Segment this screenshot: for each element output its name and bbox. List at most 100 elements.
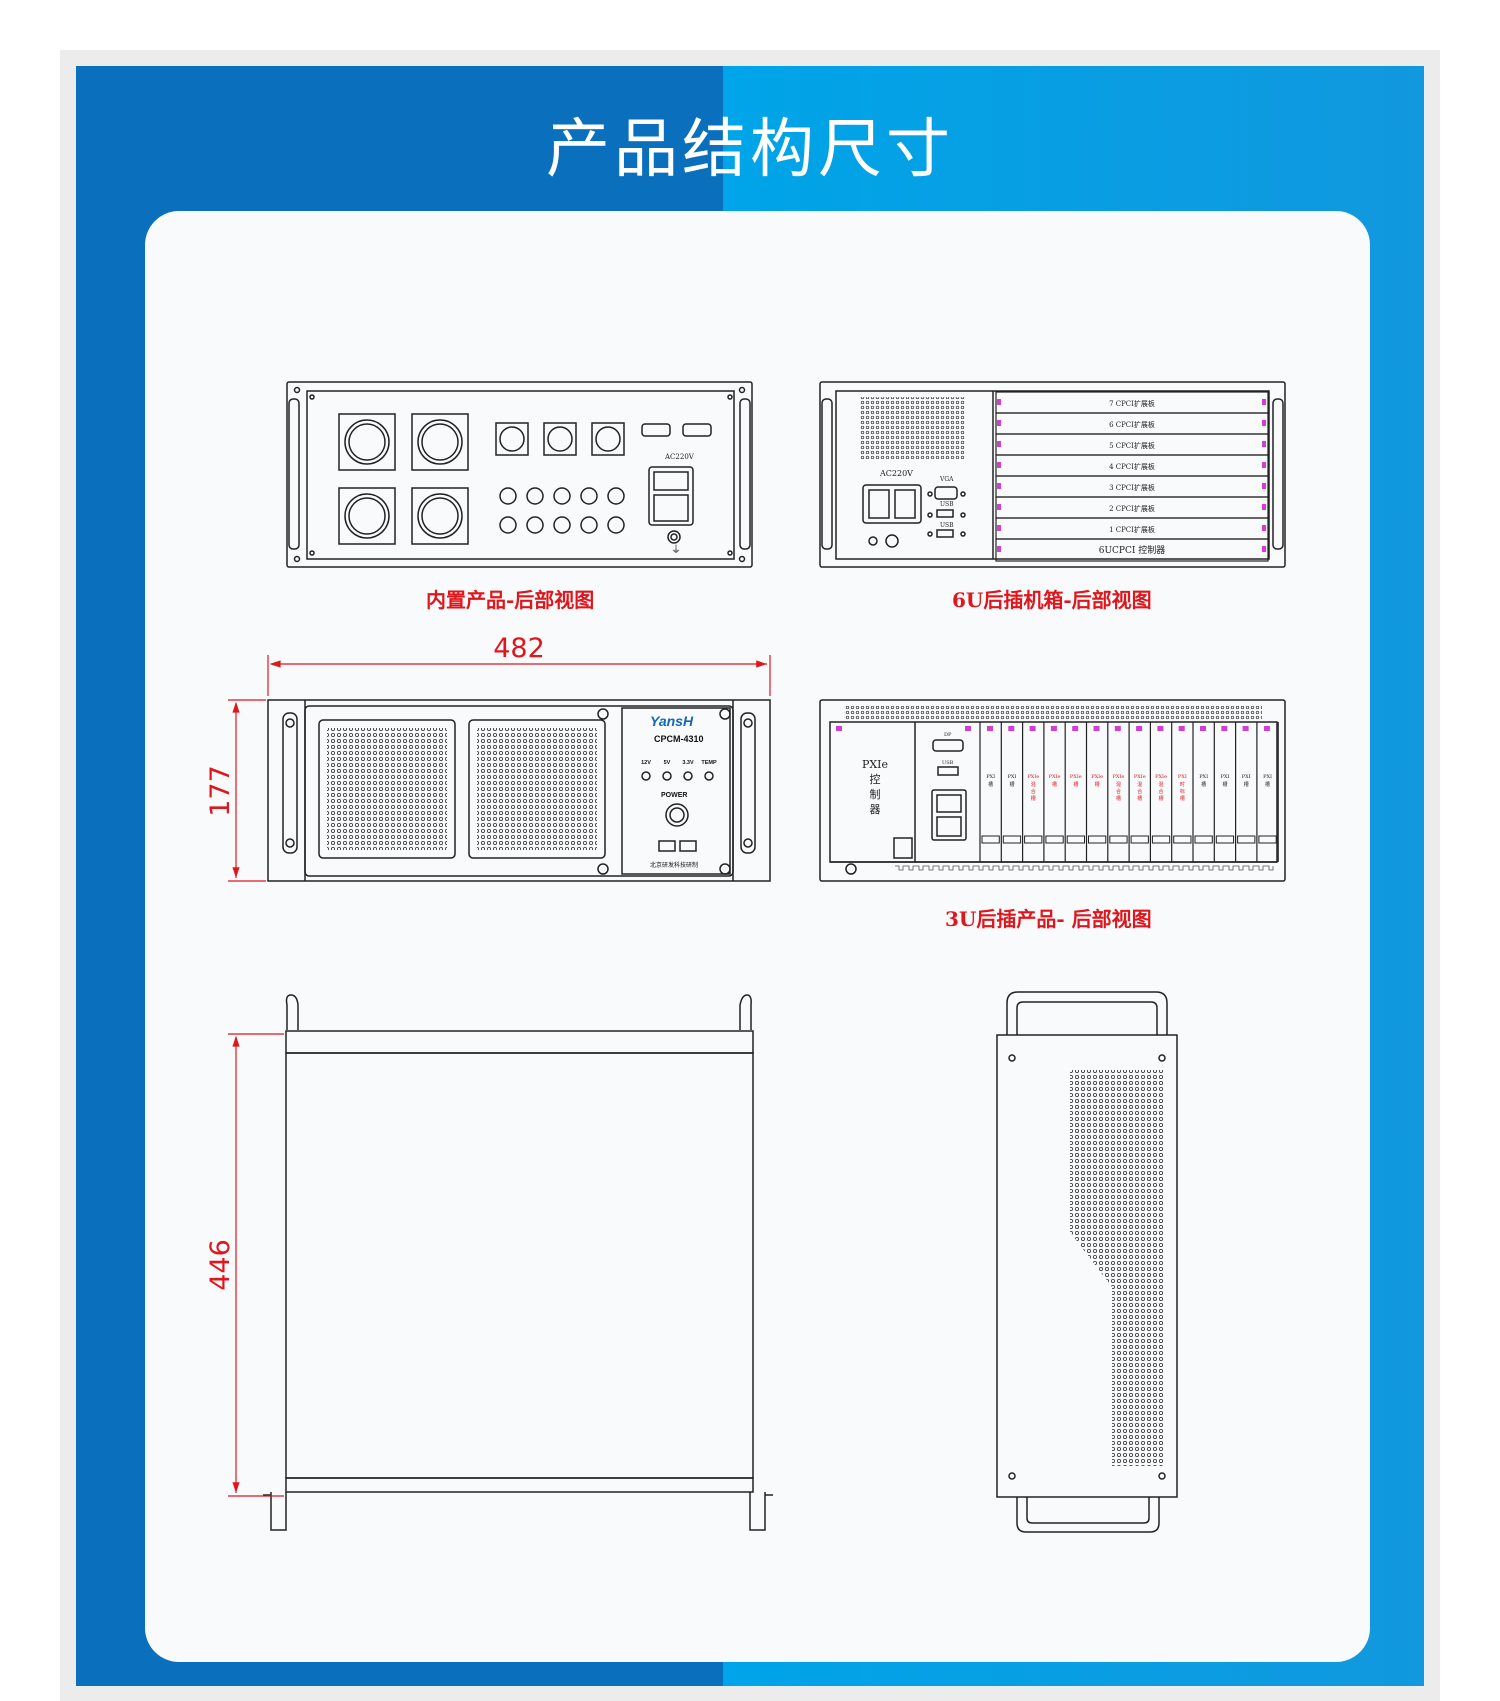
height-value: 177: [205, 765, 236, 817]
slot-marker: [1262, 399, 1266, 405]
slot-3u-sublabel: 槽: [1052, 781, 1057, 788]
width-value: 482: [493, 633, 545, 664]
slot-marker: [1072, 726, 1079, 731]
slot-6u-label: 7 CPCI扩展板: [1109, 399, 1155, 408]
page-title: 产品结构尺寸: [546, 113, 954, 187]
vga-label: VGA: [939, 476, 954, 483]
large-connector-icon: [338, 413, 469, 545]
controller-label-4: 器: [870, 803, 881, 816]
slot-3u-handle: [1237, 835, 1256, 844]
slot-3u-sublabel: 合: [1031, 788, 1036, 795]
slot-3u-sublabel: 槽: [1201, 781, 1206, 788]
usb-label-3u: USB: [942, 760, 954, 766]
slot-3u-sublabel: 合: [1159, 788, 1164, 795]
slot-marker: [987, 726, 993, 731]
slot-marker: [1242, 726, 1249, 731]
dp-label: DP: [944, 732, 952, 738]
slot-3u-sublabel: 槽: [1009, 781, 1014, 788]
slot-3u-sublabel: 合: [1137, 788, 1142, 795]
slot-6u-label: 2 CPCI扩展板: [1109, 504, 1155, 513]
slot-3u-label: PXIe: [1027, 774, 1039, 780]
slot-6u-label: 6 CPCI扩展板: [1109, 420, 1155, 429]
slot-3u-sublabel: 合: [1116, 788, 1121, 795]
slot-3u-sublabel: 槽: [1265, 781, 1270, 788]
slot-3u-sublabel: 混: [1137, 781, 1142, 788]
slot-marker: [1221, 726, 1228, 731]
power-inlet-icon: [648, 466, 694, 544]
usb-label-2: USB: [940, 522, 954, 529]
slot-6u-label: 4 CPCI扩展板: [1109, 462, 1155, 471]
company-label: 北京研发科技研制: [650, 861, 698, 869]
slots-3u: PXI槽PXI槽PXIe混合槽PXIe槽PXIe槽PXIe槽PXIe混合槽PXI…: [836, 722, 1279, 871]
slot-3u-sublabel: 混: [1159, 781, 1164, 788]
slot-marker: [997, 546, 1001, 552]
slot-marker: [1093, 726, 1100, 731]
side-view-drawing: [996, 991, 1178, 1533]
slot-marker: [1262, 462, 1266, 468]
slot-3u-handle: [1024, 835, 1043, 844]
slot-marker: [1262, 483, 1266, 489]
slot-3u-sublabel: 槽: [1137, 795, 1142, 802]
indicator-label: 12V: [641, 760, 651, 766]
slot-3u-sublabel: 槽: [1116, 795, 1121, 802]
slot-3u-sublabel: 槽: [1222, 781, 1227, 788]
ground-icon: ⏚: [671, 544, 681, 556]
width-dimension: [267, 655, 771, 696]
slot-marker: [1262, 504, 1266, 510]
slot-marker: [1029, 726, 1036, 731]
brand-logo: YansH: [650, 713, 694, 729]
slot-6u: [995, 538, 1269, 562]
slot-marker: [836, 726, 842, 731]
slot-marker: [1050, 726, 1057, 731]
slot-marker: [1263, 726, 1270, 731]
power-button-icon: [665, 803, 689, 827]
slot-marker: [997, 483, 1001, 489]
controller-label-2: 控: [870, 772, 881, 786]
slot-3u-handle: [1066, 835, 1085, 844]
slot-3u-sublabel: 槽: [1180, 795, 1185, 802]
top-view-drawing: [263, 994, 773, 1531]
indicator-label: 3.3V: [682, 760, 694, 766]
controller-label-1: PXIe: [862, 758, 888, 771]
medium-connector-icon: [495, 422, 625, 456]
slot-3u-handle: [981, 835, 1000, 844]
slot-3u-label: PXIe: [1155, 774, 1167, 780]
slot-marker: [1262, 546, 1266, 552]
notch-strip: [895, 865, 1274, 871]
slot-3u-label: PXIe: [1134, 774, 1146, 780]
rear-3u-drawing: [819, 699, 1286, 882]
slot-3u-sublabel: 混: [1031, 781, 1036, 788]
slot-marker: [1200, 726, 1206, 731]
slot-6u-label: 1 CPCI扩展板: [1109, 525, 1155, 534]
rear-builtin-drawing: [286, 381, 753, 568]
slot-marker: [997, 420, 1001, 426]
bnc-connector-icon: [499, 487, 625, 534]
slot-3u-handle: [1088, 835, 1107, 844]
ac-label: AC220V: [664, 453, 695, 461]
ac-label-6u: AC220V: [879, 469, 913, 478]
power-label: POWER: [661, 792, 687, 799]
slot-marker: [997, 441, 1001, 447]
slot-3u-sublabel: 槽: [1095, 781, 1100, 788]
slot-3u-handle: [1109, 835, 1128, 844]
slot-3u-label: PXI: [1007, 774, 1016, 780]
slot-3u-handle: [1194, 835, 1213, 844]
caption-rear-6u: 6U后插机箱-后部视图: [952, 588, 1152, 612]
caption-rear-builtin: 内置产品-后部视图: [426, 588, 595, 612]
serial-port-icon: [641, 423, 712, 437]
slot-3u-label: PXI: [986, 774, 995, 780]
slot-3u-handle: [1258, 835, 1277, 844]
slot-3u-label: PXI: [1220, 774, 1229, 780]
caption-rear-3u: 3U后插产品- 后部视图: [945, 907, 1152, 931]
slot-6u-label: 6UCPCI 控制器: [1099, 544, 1166, 556]
indicator-label: TEMP: [701, 760, 717, 766]
slot-3u-label: PXI: [1199, 774, 1208, 780]
side-vent-grille: [1070, 1070, 1164, 1466]
slot-3u-label: PXI: [1242, 774, 1251, 780]
slot-3u-handle: [1173, 835, 1192, 844]
slot-3u-label: PXIe: [1070, 774, 1082, 780]
usb-label: USB: [940, 501, 954, 508]
slot-3u-label: PXIe: [1113, 774, 1125, 780]
